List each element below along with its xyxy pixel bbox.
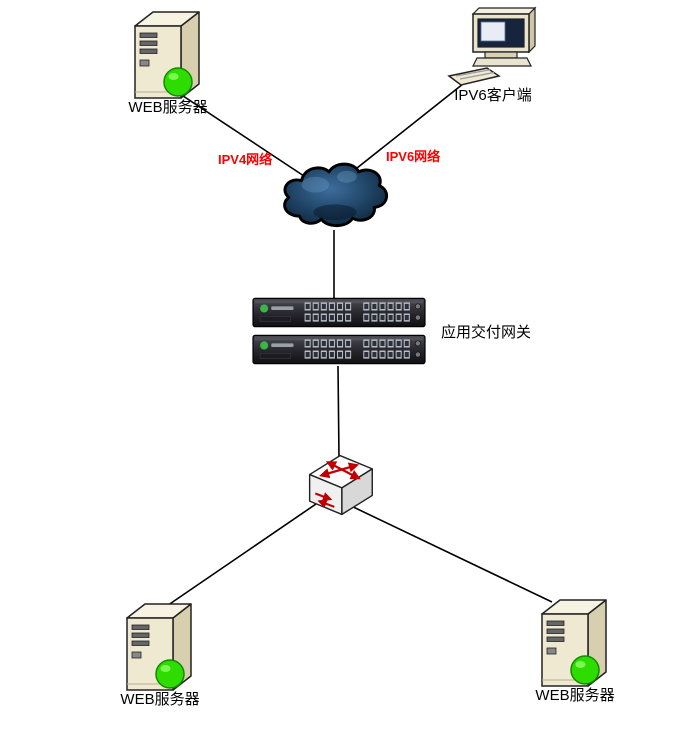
node-web-server-bottom-left: WEB服务器	[110, 598, 210, 709]
edge-label-ipv6: IPV6网络	[386, 149, 441, 164]
switch-icon	[302, 448, 378, 522]
edge-client-cloud	[351, 79, 469, 173]
edge-gateway-switch	[337, 365, 340, 459]
edge-switch-server-left	[157, 503, 317, 613]
edge-webserver-cloud	[164, 83, 317, 185]
node-gateway-stack	[252, 296, 426, 366]
node-web-server-bottom-right: WEB服务器	[525, 594, 625, 705]
server-tower-icon	[129, 6, 207, 102]
node-cloud	[276, 155, 394, 236]
cloud-icon	[276, 155, 394, 236]
node-label-ipv6-client: IPV6客户端	[454, 87, 532, 104]
desktop-pc-icon	[447, 6, 539, 90]
node-ipv6-client: IPV6客户端	[438, 6, 548, 105]
node-switch	[302, 448, 378, 522]
node-label-web-server-bottom-left: WEB服务器	[120, 691, 200, 708]
edge-switch-server-right	[346, 503, 553, 603]
rack-appliance-icon	[252, 333, 426, 366]
node-web-server-top: WEB服务器	[118, 6, 218, 117]
rack-appliance-icon	[252, 296, 426, 329]
node-label-web-server-bottom-right: WEB服务器	[535, 687, 615, 704]
server-tower-icon	[536, 594, 614, 690]
server-tower-icon	[121, 598, 199, 694]
gateway-label: 应用交付网关	[441, 324, 532, 341]
node-label-web-server-top: WEB服务器	[128, 99, 208, 116]
edge-label-ipv4: IPV4网络	[218, 152, 273, 167]
